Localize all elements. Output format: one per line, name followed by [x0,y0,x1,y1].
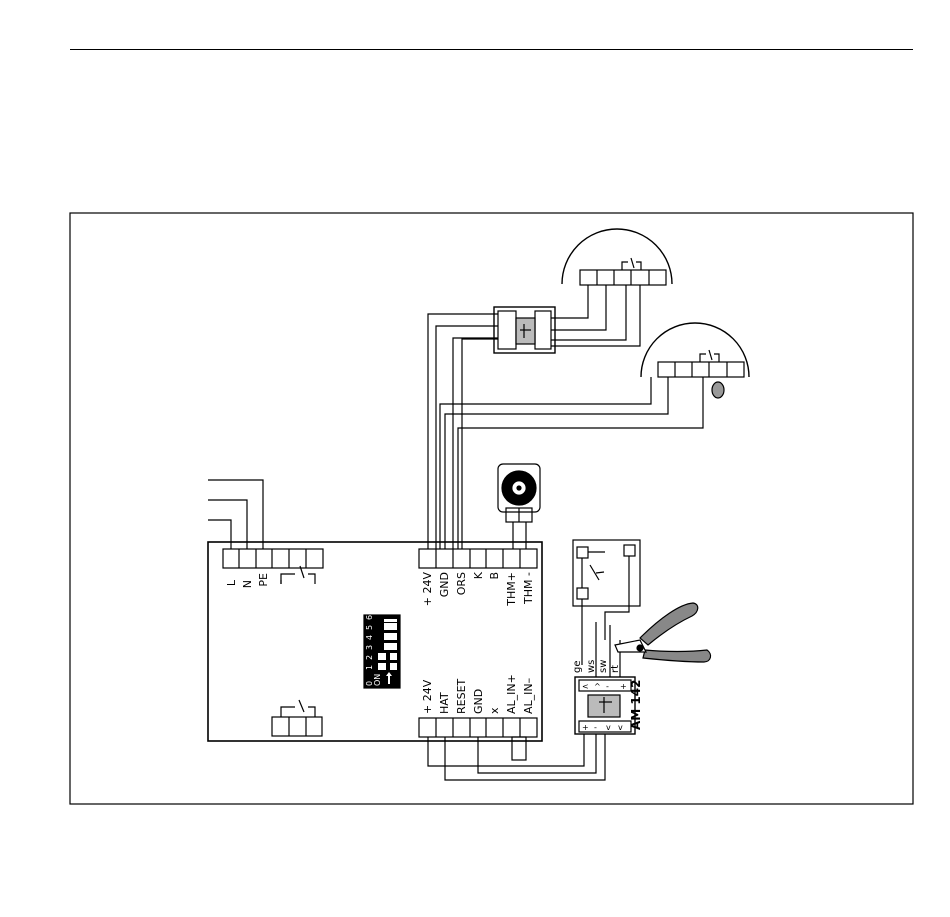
power-terminal-block [223,549,323,568]
top-label-k: K [472,571,485,579]
top-label-thm-minus: THM - [522,572,535,605]
mains-wires [208,480,263,549]
wire-label-sw: sw [598,660,609,673]
svg-text:<: < [582,682,589,691]
relay-contact-symbol [281,566,315,584]
sensor-wires [428,285,703,549]
bottom-label-al-in-minus: AL_IN– [522,678,535,714]
top-label-thm-plus: THM+ [505,572,518,607]
svg-text:-: - [606,682,609,691]
svg-text:+: + [582,723,589,732]
dip-number-5: 5 [365,625,374,630]
terminal-label-n: N [241,580,254,588]
dip-number-6: 6 [365,615,374,620]
top-terminal-labels: + 24V GND ORS K B THM+ THM - [421,571,535,606]
connector-block [494,307,555,353]
dip-number-3: 3 [365,645,374,650]
bottom-label-gnd: GND [472,689,485,714]
dip-number-1: 1 [365,665,374,670]
svg-text:+: + [620,682,627,691]
top-label-24v: + 24V [421,572,434,607]
top-terminal-block [419,549,537,568]
diagram-frame [70,213,913,804]
bottom-terminal-labels: + 24V HAT RESET GND x AL_IN+ AL_IN– [421,674,535,714]
power-terminal-labels: L N PE [225,573,270,588]
thermostat-unit [641,323,749,398]
top-label-ors: ORS [455,572,468,595]
alarm-relay-block [272,700,322,736]
svg-text:v: v [606,723,611,732]
dip-on-label: ON [373,674,382,686]
wire-label-ge: ge [572,661,583,674]
wire-label-ws: ws [586,660,597,673]
bottom-label-x: x [488,707,501,714]
terminal-label-pe: PE [257,573,270,587]
bottom-label-al-in-plus: AL_IN+ [505,674,518,714]
top-label-gnd: GND [438,572,451,597]
flame-sensor-top [562,229,672,285]
dip-number-2: 2 [365,655,374,660]
wire-label-rt: rt [610,665,621,673]
bottom-terminal-block [419,718,537,737]
terminal-label-l: L [225,579,238,586]
bottom-label-hat: HAT [438,692,451,714]
dip-number-4: 4 [365,635,374,640]
top-label-b: B [488,572,501,580]
bottom-label-24v: + 24V [421,679,434,714]
svg-text:-: - [594,723,597,732]
module-name: AM 142 [629,680,643,730]
svg-text:v: v [618,723,623,732]
round-sensor-device [498,464,540,549]
svg-text:^: ^ [594,682,601,691]
bottom-label-reset: RESET [455,678,468,714]
